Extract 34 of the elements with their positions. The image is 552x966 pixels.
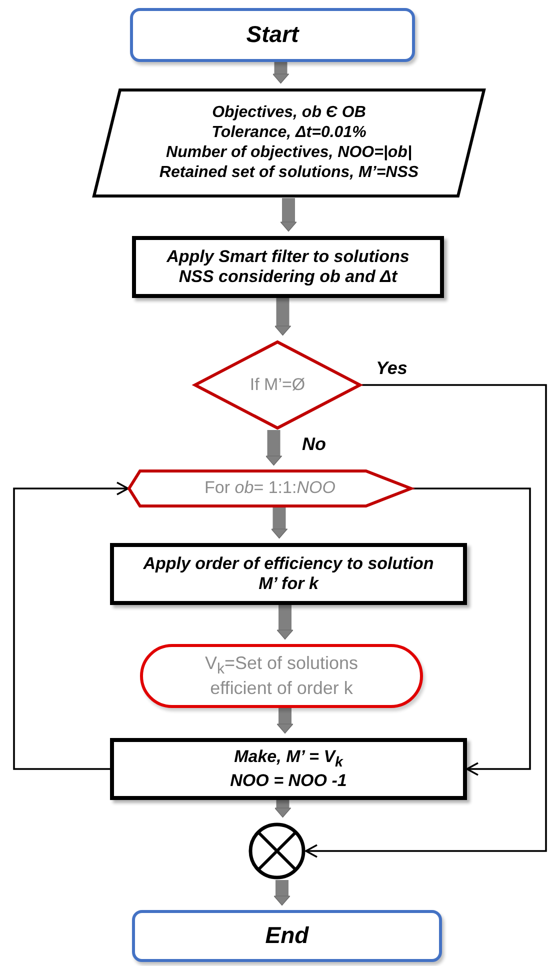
process-box	[110, 738, 467, 800]
node-text: End	[265, 922, 309, 950]
process-box	[132, 236, 444, 298]
block-arrow	[274, 800, 292, 818]
node-text: For ob= 1:1:NOO	[204, 478, 336, 499]
block-arrow	[274, 880, 290, 906]
node-text: Start	[246, 21, 299, 49]
terminal-box	[132, 910, 442, 962]
node-text: Objectives, ob Є OB	[212, 103, 366, 123]
terminal-box	[130, 8, 415, 62]
block-arrow	[276, 708, 294, 734]
arrow	[13, 482, 129, 770]
input-parallelogram	[92, 88, 486, 198]
node-text: Make, M’ = V$_{k}$	[234, 746, 343, 771]
decision-diamond	[193, 340, 362, 430]
block-arrow	[270, 507, 288, 539]
arrow	[412, 488, 531, 776]
node-text: NOO = NOO -1	[230, 771, 347, 792]
node-text: Apply order of efficiency to solution M’ for k	[142, 554, 435, 594]
block-arrow	[274, 298, 292, 336]
node-text: V$_{k}$=Set of solutions efficient of order k	[204, 653, 360, 699]
block-arrow	[272, 62, 290, 84]
process-box	[110, 543, 467, 605]
node-text: Tolerance, Δt=0.01%	[212, 123, 366, 143]
block-arrow	[265, 430, 282, 466]
block-arrow	[276, 605, 294, 640]
node-text: If M’=Ø	[250, 374, 306, 396]
arrow	[305, 384, 547, 858]
node-text: Number of objectives, NOO=|ob|	[166, 143, 412, 163]
loop-hexagon	[128, 470, 412, 507]
node-text: Retained set of solutions, M’=NSS	[159, 163, 419, 183]
block-arrow	[280, 198, 297, 232]
node-text: Apply Smart filter to solutions NSS considering ob and Δt	[165, 246, 410, 288]
junction-circle	[248, 822, 306, 880]
